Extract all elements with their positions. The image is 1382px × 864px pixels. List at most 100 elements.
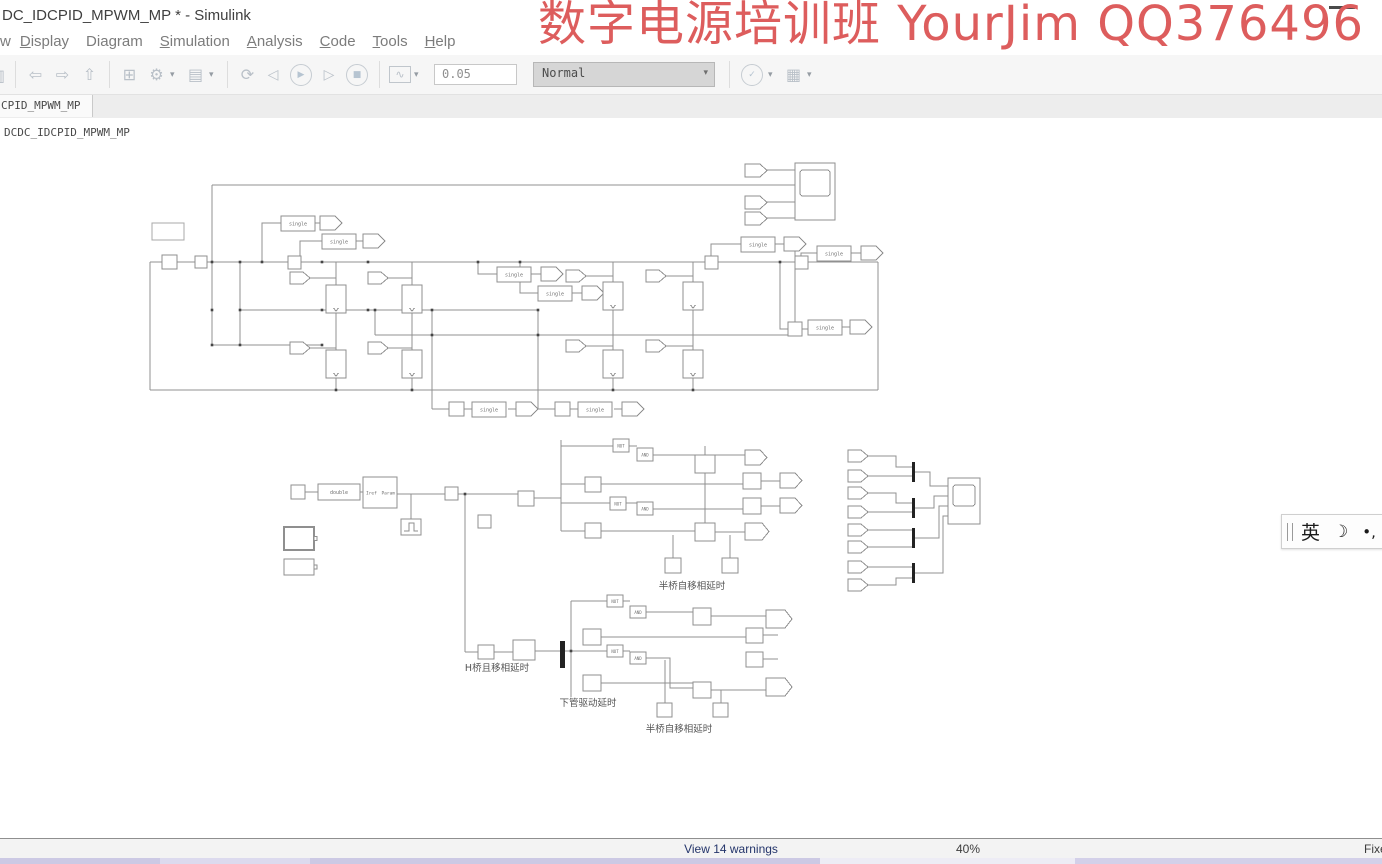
model-settings-caret-icon[interactable]: ▾	[209, 69, 214, 80]
goto-from-tag[interactable]	[847, 469, 869, 483]
goto-from-tag[interactable]	[621, 401, 645, 417]
menu-item-analysis[interactable]: Analysis	[246, 33, 303, 50]
logic-gate-block[interactable]: AND	[629, 605, 647, 619]
goto-from-tag[interactable]	[581, 285, 605, 301]
block[interactable]	[444, 486, 459, 501]
logic-gate-block[interactable]: NOT	[606, 594, 624, 608]
dtc-block[interactable]: single	[471, 401, 507, 418]
ime-drag-handle[interactable]	[1287, 522, 1293, 541]
mux-block[interactable]	[560, 641, 565, 668]
breadcrumb[interactable]: DCDC_IDCPID_MPWM_MP	[4, 126, 130, 139]
goto-from-tag[interactable]	[847, 578, 869, 592]
goto-from-tag[interactable]	[779, 472, 803, 489]
goto-from-tag[interactable]	[744, 522, 770, 541]
step-back-icon[interactable]: ◁	[267, 66, 279, 83]
goto-from-tag[interactable]	[849, 319, 873, 335]
goto-from-tag[interactable]	[744, 163, 768, 178]
block[interactable]	[477, 514, 492, 529]
block[interactable]	[477, 644, 495, 660]
forward-icon[interactable]: ⇨	[55, 65, 70, 84]
menu-item-code[interactable]: Code	[319, 33, 356, 50]
block[interactable]	[794, 255, 809, 270]
goto-from-tag[interactable]	[744, 449, 768, 466]
block[interactable]	[290, 484, 306, 500]
goto-from-tag[interactable]	[319, 215, 343, 231]
block[interactable]	[283, 558, 318, 576]
goto-from-tag[interactable]	[847, 523, 869, 537]
logic-gate-block[interactable]: NOT	[612, 438, 630, 453]
stop-time-input[interactable]: 0.05	[434, 64, 517, 85]
block[interactable]	[448, 401, 465, 417]
mosfet-block[interactable]	[401, 349, 423, 379]
goto-from-tag[interactable]	[847, 560, 869, 574]
goto-from-tag[interactable]	[645, 269, 667, 283]
block[interactable]	[704, 255, 719, 270]
step-forward-icon[interactable]: ▷	[323, 66, 335, 83]
block[interactable]	[742, 472, 762, 490]
mux-block[interactable]	[912, 528, 915, 548]
view-warnings-link[interactable]: View 14 warnings	[684, 842, 778, 856]
goto-from-tag[interactable]	[540, 266, 564, 282]
model-settings-icon[interactable]: ▤	[187, 65, 204, 84]
block[interactable]	[664, 557, 682, 574]
menu-item-view-partial[interactable]: w	[0, 33, 11, 50]
scope-block[interactable]	[794, 162, 836, 221]
menu-item-simulation[interactable]: Simulation	[159, 33, 230, 50]
block[interactable]	[584, 476, 602, 493]
mosfet-block[interactable]	[325, 349, 347, 379]
mosfet-block[interactable]	[602, 281, 624, 311]
goto-from-tag[interactable]	[847, 486, 869, 500]
menu-item-tools[interactable]: Tools	[372, 33, 408, 50]
block-diagram[interactable]: singlesinglesinglesinglesinglesinglesing…	[0, 147, 1382, 838]
block[interactable]	[787, 321, 803, 337]
ime-language-toggle[interactable]: 英	[1301, 522, 1321, 544]
menu-item-diagram[interactable]: Diagram	[86, 33, 143, 50]
menu-item-display[interactable]: Display	[19, 33, 70, 50]
goto-from-tag[interactable]	[765, 677, 793, 697]
back-icon[interactable]: ⇦	[28, 65, 43, 84]
goto-from-tag[interactable]	[565, 339, 587, 353]
dtc-block[interactable]: single	[740, 236, 776, 253]
block[interactable]	[517, 490, 535, 507]
mosfet-block[interactable]	[602, 349, 624, 379]
mux-block[interactable]	[912, 462, 915, 482]
goto-from-tag[interactable]	[645, 339, 667, 353]
pulse-generator-block[interactable]	[400, 518, 422, 536]
mosfet-block[interactable]	[682, 281, 704, 311]
sim-output-caret-icon[interactable]: ▾	[414, 69, 419, 80]
dtc-block[interactable]: single	[496, 266, 532, 283]
display-block[interactable]	[283, 526, 318, 551]
gear-caret-icon[interactable]: ▾	[170, 69, 175, 80]
goto-from-tag[interactable]	[289, 341, 311, 355]
save-icon[interactable]: ▥	[0, 66, 9, 84]
block[interactable]	[692, 607, 712, 626]
block[interactable]	[745, 651, 764, 668]
block[interactable]	[582, 628, 602, 646]
goto-from-tag[interactable]	[289, 271, 311, 285]
block[interactable]	[554, 401, 571, 417]
block[interactable]	[694, 522, 716, 542]
dtc-block[interactable]: double	[317, 483, 361, 501]
update-diagram-icon[interactable]: ⟳	[240, 65, 255, 84]
goto-from-tag[interactable]	[765, 609, 793, 629]
logic-gate-block[interactable]: AND	[636, 501, 654, 516]
mux-block[interactable]	[912, 498, 915, 518]
goto-from-tag[interactable]	[367, 271, 389, 285]
goto-from-tag[interactable]	[847, 505, 869, 519]
goto-from-tag[interactable]	[847, 449, 869, 463]
goto-from-tag[interactable]	[847, 540, 869, 554]
library-browser-icon[interactable]: ⊞	[122, 65, 137, 84]
gear-icon[interactable]: ⚙	[149, 65, 164, 84]
logic-gate-block[interactable]: AND	[636, 447, 654, 462]
build-icon[interactable]: ▦	[785, 65, 802, 84]
ime-language-bar[interactable]: 英 ☽ •,	[1281, 514, 1382, 549]
block[interactable]	[692, 681, 712, 699]
goto-from-tag[interactable]	[362, 233, 386, 249]
logic-gate-block[interactable]: NOT	[606, 644, 624, 658]
ime-punctuation-icon[interactable]: •,	[1362, 522, 1376, 541]
model-advisor-check-icon[interactable]: ✓	[741, 63, 763, 86]
run-icon[interactable]: ▶	[290, 63, 312, 86]
build-caret-icon[interactable]: ▾	[807, 69, 812, 80]
